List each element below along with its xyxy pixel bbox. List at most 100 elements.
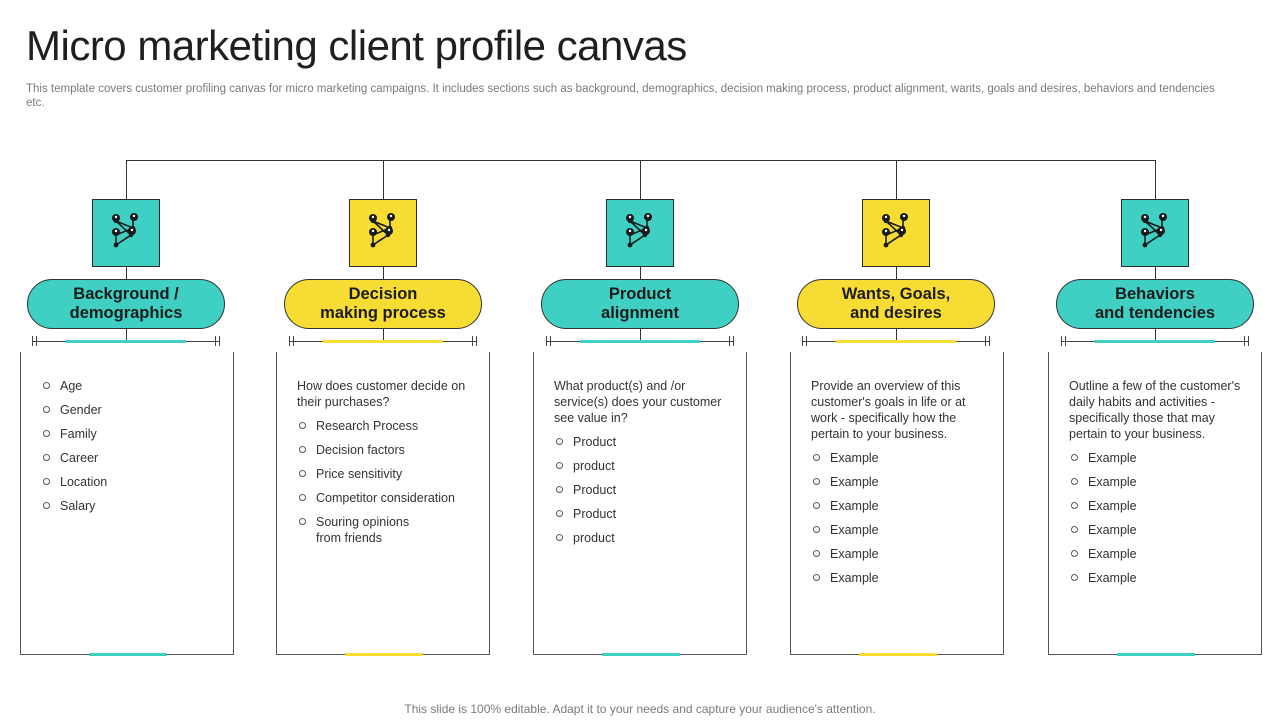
bullet-circle-icon [1071, 550, 1078, 557]
connector-drop-line [896, 160, 897, 199]
network-nodes-icon [363, 211, 403, 256]
list-item-label: Decision factors [316, 443, 405, 457]
section-heading: Background / demographics [69, 285, 183, 322]
bullet-circle-icon [43, 382, 50, 389]
section-card: Outline a few of the customer's daily ha… [1048, 352, 1262, 656]
bullet-circle-icon [813, 502, 820, 509]
section-icon-box [606, 199, 674, 267]
list-item: product [554, 530, 732, 546]
list-item: Example [811, 498, 989, 514]
bullet-circle-icon [299, 470, 306, 477]
list-item-label: Location [60, 475, 108, 489]
list-item-label: Example [1088, 523, 1137, 537]
section-heading-pill: Background / demographics [27, 279, 225, 329]
connector-drop-line [640, 160, 641, 199]
list-item: Gender [41, 402, 219, 418]
bullet-circle-icon [813, 454, 820, 461]
section-ruler [32, 336, 220, 346]
list-item-label: Souring opinions from friends [316, 515, 410, 545]
connector-icon-line [640, 267, 641, 279]
list-item: product [554, 458, 732, 474]
list-item: Research Process [297, 418, 475, 434]
bullet-circle-icon [1071, 454, 1078, 461]
card-bottom-accent [602, 653, 680, 656]
list-item-label: Salary [60, 499, 96, 513]
section-heading: Decision making process [320, 285, 446, 322]
network-nodes-icon [1135, 211, 1175, 256]
list-item: Souring opinions from friends [297, 514, 475, 546]
connector-drop-line [383, 160, 384, 199]
bullet-circle-icon [299, 518, 306, 525]
list-item: Example [1069, 546, 1247, 562]
bullet-circle-icon [813, 574, 820, 581]
list-item-label: product [573, 531, 615, 545]
list-item-label: Example [830, 547, 879, 561]
bullet-circle-icon [1071, 526, 1078, 533]
section-heading-pill: Decision making process [284, 279, 482, 329]
bullet-circle-icon [1071, 574, 1078, 581]
bullet-circle-icon [299, 494, 306, 501]
connector-icon-line [383, 267, 384, 279]
list-item-label: Family [60, 427, 97, 441]
card-body: How does customer decide on their purcha… [297, 378, 475, 554]
network-nodes-icon [620, 211, 660, 256]
bullet-circle-icon [1071, 478, 1078, 485]
connector-icon-line [1155, 267, 1156, 279]
connector-pill-line [126, 329, 127, 341]
bullet-circle-icon [813, 526, 820, 533]
card-bottom-accent [89, 653, 167, 656]
bullet-circle-icon [556, 510, 563, 517]
card-intro-text: Outline a few of the customer's daily ha… [1069, 379, 1241, 441]
connector-pill-line [640, 329, 641, 341]
list-item-label: product [573, 459, 615, 473]
list-item-label: Example [830, 475, 879, 489]
connector-pill-line [896, 329, 897, 341]
list-item: Product [554, 506, 732, 522]
bullet-circle-icon [43, 478, 50, 485]
connector-pill-line [1155, 329, 1156, 341]
list-item: Product [554, 434, 732, 450]
section-heading: Behaviors and tendencies [1094, 285, 1216, 322]
list-item: Example [1069, 474, 1247, 490]
bullet-circle-icon [556, 462, 563, 469]
list-item: Product [554, 482, 732, 498]
list-item: Example [1069, 498, 1247, 514]
section-heading: Product alignment [601, 285, 679, 322]
list-item: Example [811, 522, 989, 538]
list-item-label: Research Process [316, 419, 419, 433]
bullet-circle-icon [299, 422, 306, 429]
connector-drop-line [126, 160, 127, 199]
list-item: Example [811, 450, 989, 466]
bullet-circle-icon [813, 550, 820, 557]
network-nodes-icon [876, 211, 916, 256]
list-item-label: Career [60, 451, 99, 465]
list-item: Example [1069, 450, 1247, 466]
footer-note: This slide is 100% editable. Adapt it to… [404, 702, 876, 716]
page-subtitle: This template covers customer profiling … [26, 83, 1215, 109]
section-ruler [289, 336, 477, 346]
section-icon-box [862, 199, 930, 267]
card-bottom-accent [859, 653, 937, 656]
list-item-label: Example [1088, 547, 1137, 561]
section-heading-pill: Product alignment [541, 279, 739, 329]
list-item: Career [41, 450, 219, 466]
section-heading: Wants, Goals, and desires [841, 285, 951, 322]
section-ruler [1061, 336, 1249, 346]
list-item-label: Product [573, 507, 617, 521]
list-item: Example [811, 570, 989, 586]
card-bottom-accent [345, 653, 423, 656]
list-item: Example [1069, 570, 1247, 586]
list-item-label: Gender [60, 403, 102, 417]
list-item-label: Example [830, 571, 879, 585]
section-card: How does customer decide on their purcha… [276, 352, 490, 656]
list-item-label: Example [1088, 451, 1137, 465]
card-intro-text: How does customer decide on their purcha… [297, 379, 466, 409]
bullet-circle-icon [556, 438, 563, 445]
bullet-circle-icon [556, 486, 563, 493]
connector-icon-line [896, 267, 897, 279]
list-item-label: Example [830, 523, 879, 537]
